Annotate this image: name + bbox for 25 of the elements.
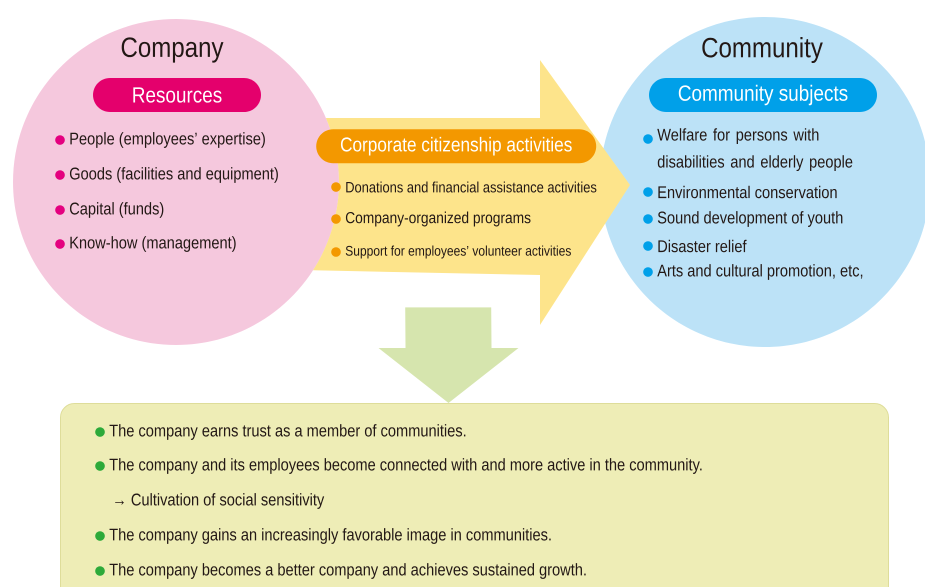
bullet-item: People (employees’ expertise) [55,132,265,148]
bullet-item: Sound development of youth [643,211,842,227]
circle-heading: Company [122,37,224,63]
bullet-item: Environmental conservation [643,186,837,198]
bullet-item: Capital (funds) [55,202,164,218]
bullet-item: The company and its employees become connected with and more active in the community. [95,458,702,474]
bullet-item: Donations and financial assistance activities [331,182,596,192]
bullet-item: Arts and cultural promotion, etc, [643,264,862,280]
circle-heading: Community [702,36,823,64]
bullet-item: Know-how (management) [55,236,236,252]
bullet-item: Goods (facilities and equipment) [55,167,278,183]
result-box [60,403,889,587]
bullet-item: Disaster relief [643,240,747,252]
label-pill: Community subjects [649,78,877,112]
arrow [378,307,518,403]
note-text: → Cultivation of social sensitivity [115,493,324,509]
bullet-item: The company earns trust as a member of communities. [95,424,466,440]
bullet-item: The company becomes a better company and achieves sustained growth. [95,563,586,579]
label-pill: Corporate citizenship activities [316,129,596,164]
bullet-item: The company gains an increasingly favorable image in communities. [95,528,551,544]
label-pill: Resources [93,78,261,112]
bullet-item: Welfare for persons with disabilities and elderly people [643,128,852,172]
bullet-item: Company-organized programs [331,212,530,226]
bullet-item: Support for employees’ volunteer activities [331,245,571,259]
company-circle [13,19,339,345]
